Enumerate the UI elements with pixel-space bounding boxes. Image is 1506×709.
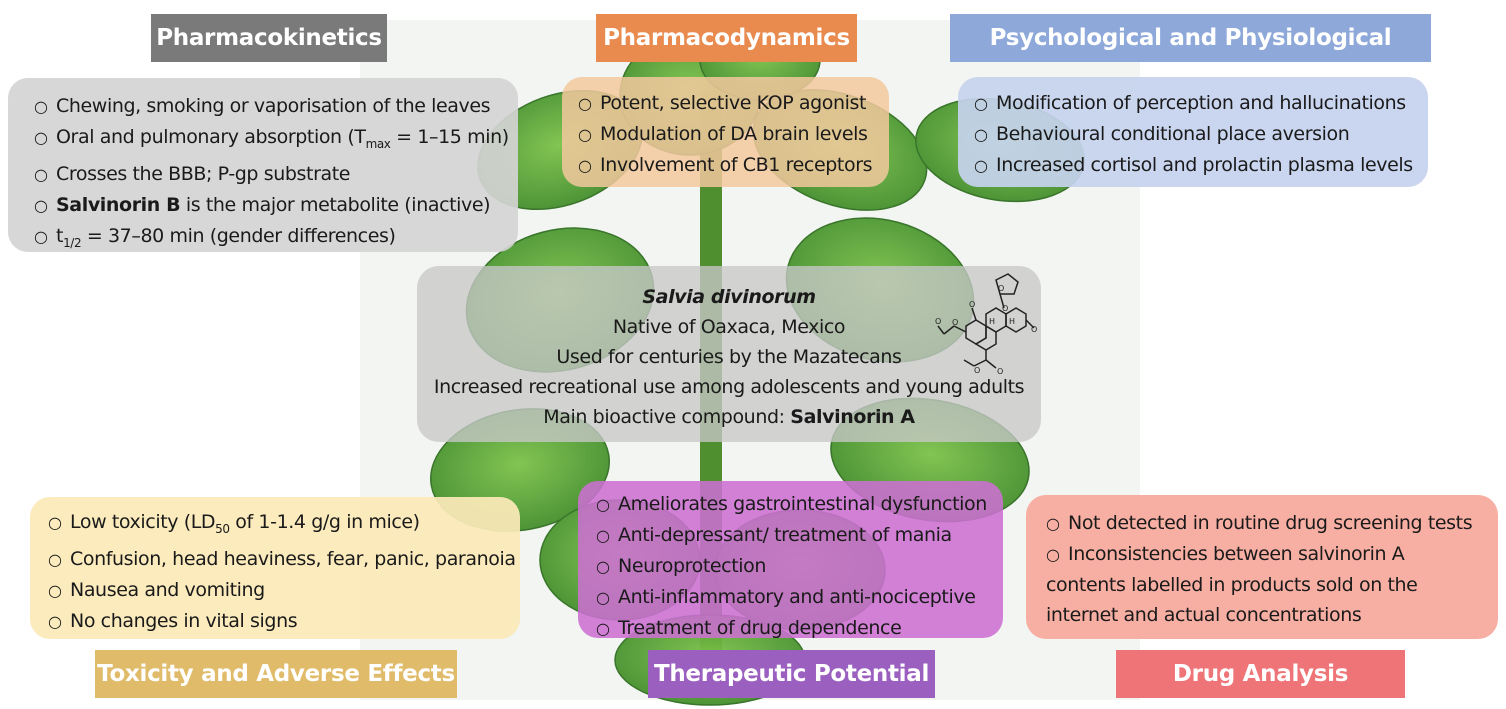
toxicity-box: ○Low toxicity (LD50 of 1-1.4 g/g in mice… [30,497,520,639]
svg-text:O: O [952,318,958,327]
salvinorin-a-structure-icon: O O O O O O O O H H [935,273,1037,376]
list-item: ○Potent, selective KOP agonist [578,88,889,119]
drug-analysis-continuation-2: internet and actual concentrations [1046,604,1362,626]
pharmacodynamics-box: ○Potent, selective KOP agonist○Modulatio… [562,77,889,187]
bullet-icon: ○ [596,495,610,514]
bullet-icon: ○ [596,557,610,576]
list-item: ○Low toxicity (LD50 of 1-1.4 g/g in mice… [48,507,520,544]
bullet-icon: ○ [974,125,988,144]
center-recreational-use: Increased recreational use among adolesc… [433,376,1025,398]
drug-analysis-continuation-1: contents labelled in products sold on th… [1046,574,1418,596]
bullet-icon: ○ [974,94,988,113]
svg-text:O: O [969,300,975,309]
bullet-icon: ○ [34,128,48,147]
therapeutic-potential-header: Therapeutic Potential [648,650,935,698]
bullet-icon: ○ [578,94,592,113]
bullet-icon: ○ [34,195,48,215]
list-item: ○Modulation of DA brain levels [578,119,889,150]
list-item: ○Ameliorates gastrointestinal dysfunctio… [596,489,1003,520]
bullet-icon: ○ [34,164,48,184]
bullet-icon: ○ [974,156,988,175]
list-item: ○Confusion, head heaviness, fear, panic,… [48,544,520,575]
pharmacokinetics-header: Pharmacokinetics [151,14,387,62]
list-item: ○Involvement of CB1 receptors [578,150,889,181]
bullet-icon: ○ [1046,545,1060,564]
list-item: ○Modification of perception and hallucin… [974,88,1428,119]
svg-text:O: O [935,317,941,326]
list-item: ○Crosses the BBB; P-gp substrate [34,159,518,190]
svg-text:O: O [1002,304,1008,313]
svg-text:O: O [974,366,980,375]
bullet-icon: ○ [1046,514,1060,533]
bullet-icon: ○ [34,226,48,246]
list-item: ○Not detected in routine drug screening … [1046,508,1498,539]
bullet-icon: ○ [34,97,48,116]
drug-analysis-box: ○Not detected in routine drug screening … [1026,495,1498,639]
bullet-icon: ○ [48,611,62,631]
svg-text:H: H [1009,317,1015,326]
drug-analysis-header: Drug Analysis [1116,650,1405,698]
bullet-icon: ○ [578,156,592,175]
bullet-icon: ○ [48,580,62,600]
therapeutic-potential-box: ○Ameliorates gastrointestinal dysfunctio… [578,481,1003,639]
center-compound: Main bioactive compound: Salvinorin A [543,406,915,428]
list-item: ○Salvinorin B is the major metabolite (i… [34,190,518,221]
bullet-icon: ○ [596,619,610,638]
svg-text:H: H [989,317,995,326]
psychological-effects-box: ○Modification of perception and hallucin… [958,77,1428,187]
list-item: ○Neuroprotection [596,551,1003,582]
bullet-icon: ○ [596,588,610,607]
list-item: ○Behavioural conditional place aversion [974,119,1428,150]
center-origin: Native of Oaxaca, Mexico [612,316,846,338]
list-item: ○Nausea and vomiting [48,575,520,606]
pharmacodynamics-header: Pharmacodynamics [596,14,857,62]
center-history: Used for centuries by the Mazatecans [556,346,902,368]
salvia-divinorum-summary-box: Salvia divinorum Native of Oaxaca, Mexic… [417,266,1041,442]
list-item: ○No changes in vital signs [48,606,520,637]
bullet-icon: ○ [48,549,62,569]
list-item: ○t1/2 = 37–80 min (gender differences) [34,221,518,258]
psychological-effects-header: Psychological and Physiological Effects [950,14,1431,99]
list-item: ○Chewing, smoking or vaporisation of the… [34,91,518,122]
svg-text:O: O [997,367,1003,376]
list-item: ○Anti-depressant/ treatment of mania [596,520,1003,551]
center-title: Salvia divinorum [642,286,816,308]
list-item: ○Oral and pulmonary absorption (Tmax = 1… [34,122,518,159]
bullet-icon: ○ [48,513,62,532]
list-item: ○Treatment of drug dependence [596,613,1003,644]
salvinorin-a-label: Salvinorin A [790,406,915,428]
toxicity-header: Toxicity and Adverse Effects [95,650,457,698]
list-item: ○Inconsistencies between salvinorin A [1046,539,1498,570]
pharmacokinetics-box: ○Chewing, smoking or vaporisation of the… [8,78,518,252]
bullet-icon: ○ [578,125,592,144]
svg-text:O: O [1031,325,1037,334]
bullet-icon: ○ [596,526,610,545]
svg-text:O: O [998,284,1004,293]
list-item: ○Anti-inflammatory and anti-nociceptive [596,582,1003,613]
list-item: ○Increased cortisol and prolactin plasma… [974,150,1428,181]
